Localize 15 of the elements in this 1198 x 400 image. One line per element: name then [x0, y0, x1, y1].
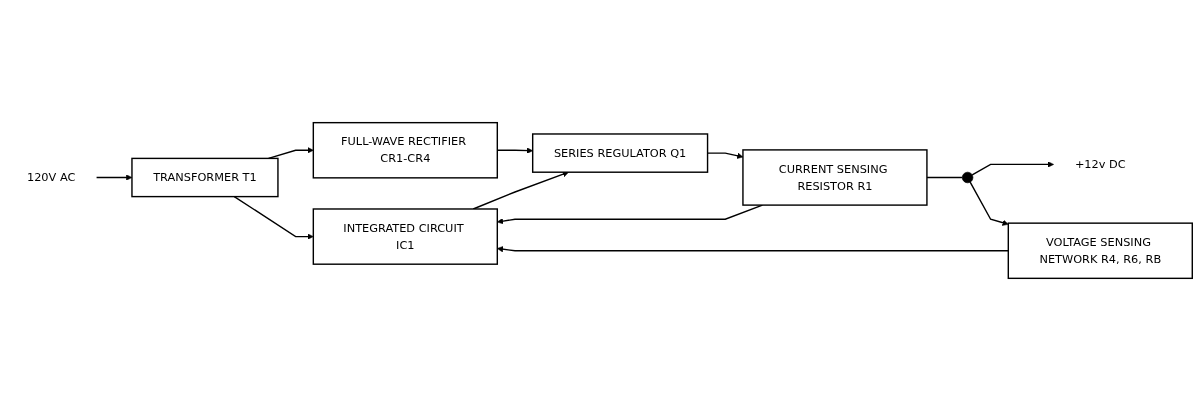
arrow	[233, 195, 314, 240]
arrow	[971, 160, 1054, 176]
node-box: INTEGRATED CIRCUIT IC1	[312, 207, 498, 265]
node-text: 120V AC	[26, 169, 76, 184]
arrow	[969, 180, 1009, 226]
node-box: SERIES REGULATOR Q1	[532, 132, 709, 173]
node-box: TRANSFORMER T1	[131, 157, 279, 197]
node-box: CURRENT SENSING RESISTOR R1	[742, 148, 928, 206]
node-box: VOLTAGE SENSING NETWORK R4, R6, RB	[1007, 221, 1193, 279]
arrow	[497, 203, 764, 224]
node-text: +12v DC	[1074, 156, 1126, 171]
arrow	[497, 245, 1009, 252]
connector	[926, 176, 963, 178]
node-box: FULL-WAVE RECTIFIER CR1-CR4	[312, 121, 498, 179]
node-circle	[961, 171, 974, 183]
